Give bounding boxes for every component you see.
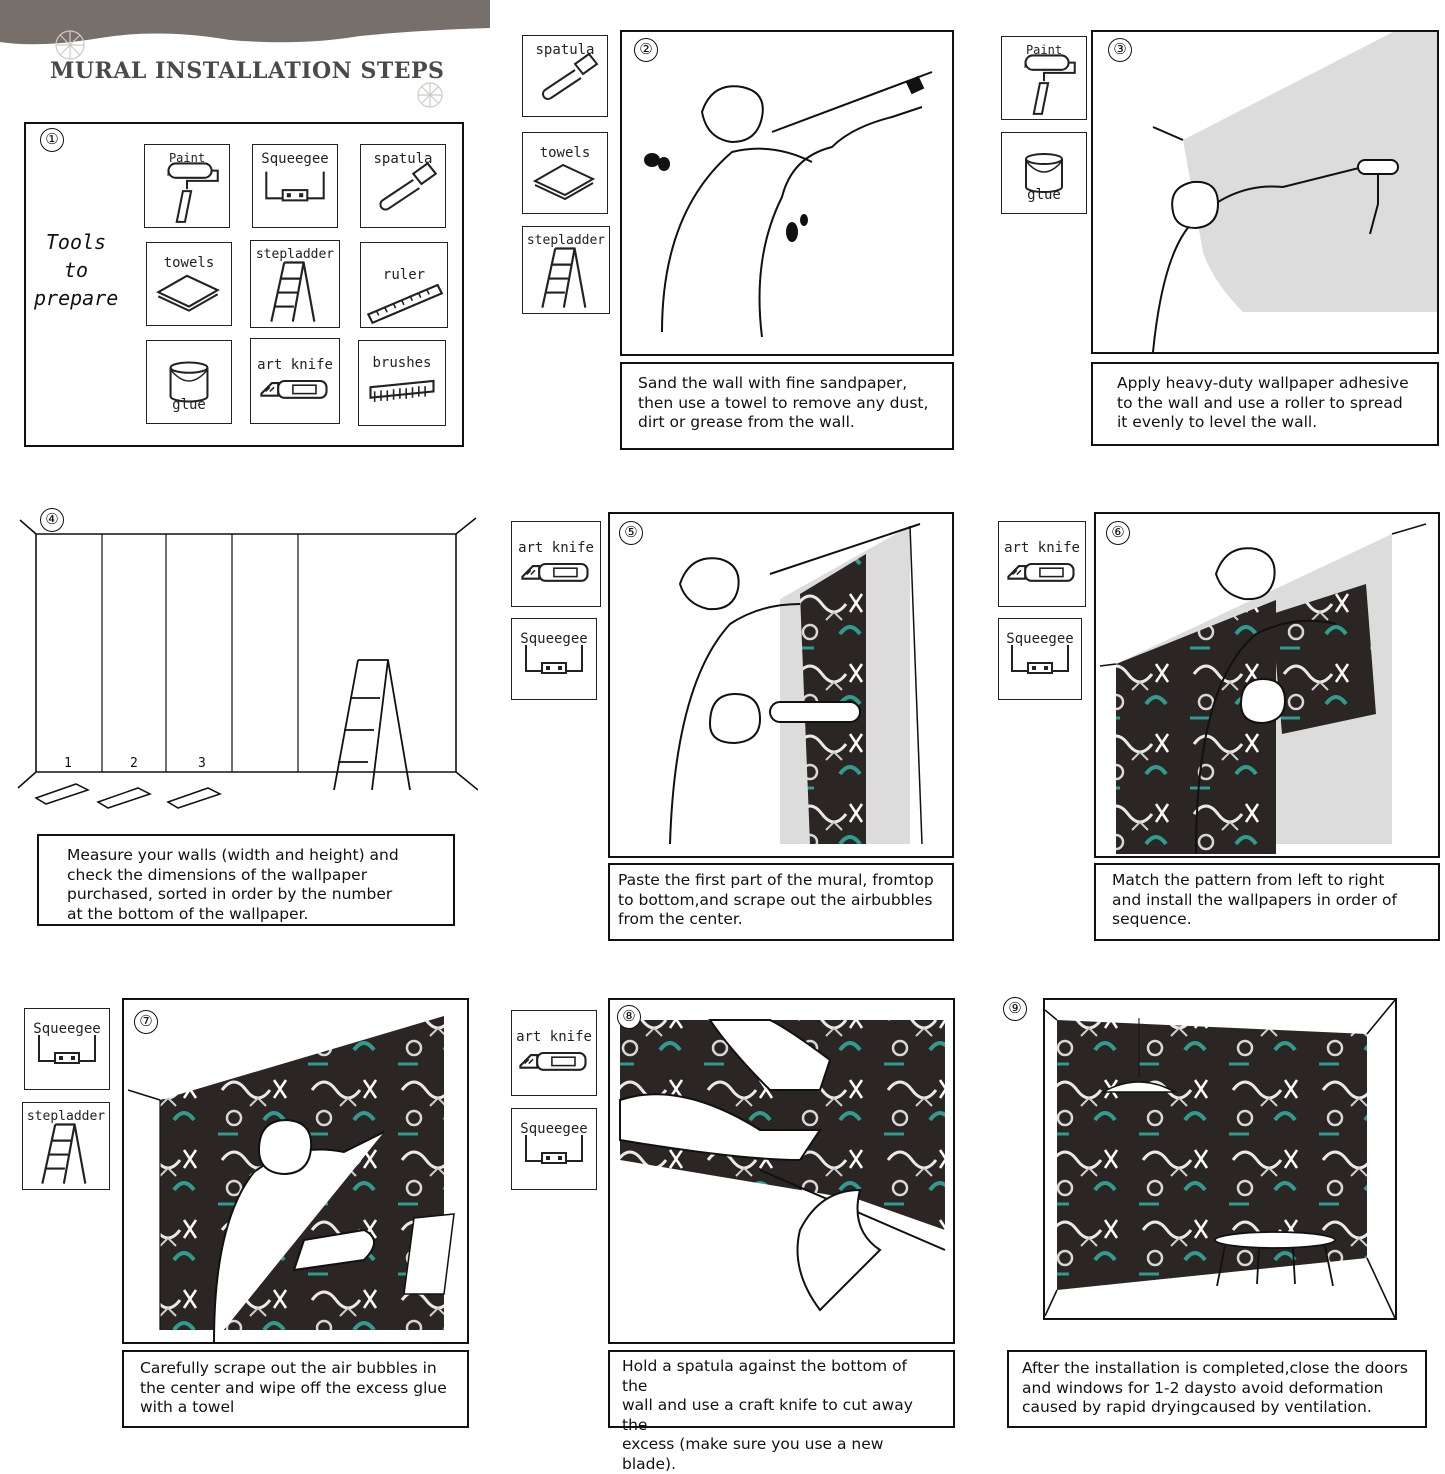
tool-card-art-knife: art knife [250,338,340,424]
step5-caption: Paste the first part of the mural, fromt… [608,863,954,941]
art-knife-icon [251,339,339,423]
tool-label: towels [539,145,591,161]
glue-bucket-icon [1002,133,1086,213]
tool-card-towels: towels [522,132,608,214]
tool-card-art-knife: art knife [998,521,1086,607]
step9-number: ⑨ [1003,997,1027,1021]
step6-number: ⑥ [1106,521,1130,545]
tool-label: Squeegee [261,151,329,167]
tool-card-ruler: ruler [360,242,448,328]
squeegee-icon [512,1109,596,1189]
step2-number: ② [634,38,658,62]
tool-card-stepladder: stepladder [522,226,610,314]
tool-label: Squeegee [520,1121,588,1137]
header-banner [0,0,490,120]
tool-card-stepladder: stepladder [250,240,340,328]
brush-icon [359,341,445,425]
tool-card-paint-roller: Paint roller [144,144,230,228]
tool-card-glue: glue [146,340,232,424]
roll-label-3: 3 [198,756,206,771]
tools-heading: Tools to prepare [34,230,119,310]
squeegee-icon [25,1009,109,1089]
art-knife-icon [512,522,600,606]
roll-label-2: 2 [130,756,138,771]
step3-number: ③ [1108,38,1132,62]
step4-caption: Measure your walls (width and height) an… [37,834,455,926]
tool-label: ruler [382,267,426,283]
tool-card-squeegee: Squeegee [511,1108,597,1190]
tool-card-squeegee: Squeegee [24,1008,110,1090]
glue-bucket-icon [147,341,231,423]
step6-caption: Match the pattern from left to right and… [1094,863,1440,941]
tool-label: towels [163,255,215,271]
towels-icon [147,243,231,325]
tool-label: spatula [535,42,595,58]
stepladder-icon [523,227,609,313]
tool-card-squeegee: Squeegee [998,618,1082,700]
tool-label: Squeegee [33,1021,101,1037]
tool-label: art knife [1004,540,1080,556]
squeegee-icon [253,145,337,227]
tool-card-towels: towels [146,242,232,326]
tool-label: brushes [372,355,432,371]
tool-card-spatula: spatula [522,35,608,117]
step2-illustration [620,30,954,356]
step3-illustration [1091,30,1439,354]
page-title: MURAL INSTALLATION STEPS [50,58,445,84]
stepladder-icon [23,1103,109,1189]
towels-icon [523,133,607,213]
step7-number: ⑦ [134,1010,158,1034]
roll-label-1: 1 [64,756,72,771]
tool-card-brushes: brushes [358,340,446,426]
step6-illustration [1094,512,1440,858]
step5-illustration [608,512,954,858]
tool-card-glue: glue [1001,132,1087,214]
tool-card-paint-roller: Paint roller [1001,36,1087,120]
art-knife-icon [999,522,1085,606]
tool-label: spatula [373,151,433,167]
step7-caption: Carefully scrape out the air bubbles in … [122,1350,469,1428]
step7-illustration [122,998,469,1344]
tool-card-squeegee: Squeegee [252,144,338,228]
tool-label: stepladder [526,233,606,248]
step3-caption: Apply heavy-duty wallpaper adhesive to t… [1091,362,1439,446]
tool-label: Squeegee [520,631,588,647]
tool-label: art knife [516,1029,592,1045]
tool-card-stepladder: stepladder [22,1102,110,1190]
tool-label: Squeegee [1006,631,1074,647]
squeegee-icon [999,619,1081,699]
step8-number: ⑧ [617,1005,641,1029]
paint-roller-icon [1002,37,1086,119]
tool-label: art knife [257,357,333,373]
tool-card-art-knife: art knife [511,521,601,607]
step2-caption: Sand the wall with fine sandpaper, then … [620,362,954,450]
spatula-icon [361,145,445,227]
tool-card-squeegee: Squeegee [511,618,597,700]
ruler-icon [361,243,447,327]
tool-label: art knife [518,540,594,556]
tool-card-spatula: spatula [360,144,446,228]
step8-illustration [608,998,955,1344]
tool-label: stepladder [26,1109,106,1124]
step5-number: ⑤ [619,521,643,545]
squeegee-icon [512,619,596,699]
spatula-icon [523,36,607,116]
step4-number: ④ [40,508,64,532]
paint-roller-icon [145,145,229,227]
tool-card-art-knife: art knife [511,1010,597,1096]
step8-caption: Hold a spatula against the bottom of the… [608,1350,955,1473]
art-knife-icon [512,1011,596,1095]
step4-illustration [16,508,478,826]
step9-caption: After the installation is completed,clos… [1007,1350,1427,1428]
step9-illustration [1043,998,1397,1320]
stepladder-icon [251,241,339,327]
tool-label: stepladder [255,247,335,262]
step1-number: ① [40,128,64,152]
